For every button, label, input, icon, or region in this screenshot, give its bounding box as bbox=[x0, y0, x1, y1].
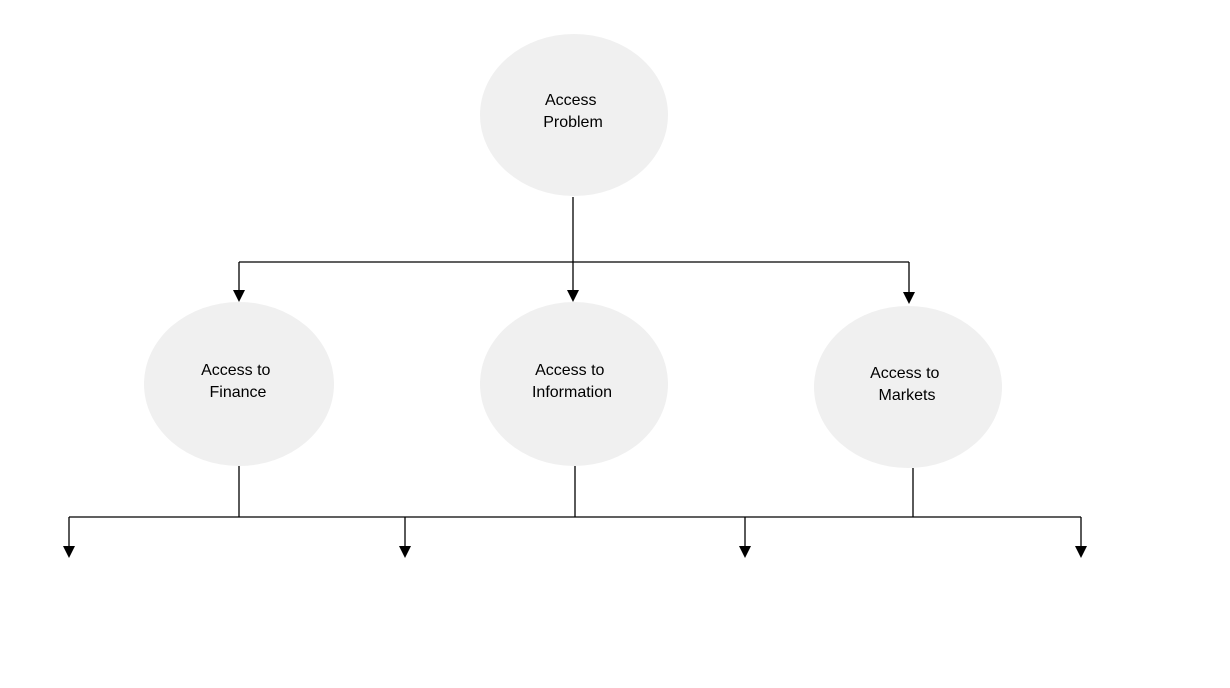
node-access-to-information-label-line2: Information bbox=[532, 384, 612, 401]
node-access-to-finance-label: Access to Finance bbox=[201, 362, 275, 401]
node-access-to-finance-label-line1: Access to bbox=[201, 362, 270, 379]
node-access-to-markets-label: Access to Markets bbox=[870, 365, 944, 404]
node-access-problem: Access Problem bbox=[480, 34, 668, 196]
arrowhead-finance bbox=[233, 290, 245, 302]
node-access-problem-shape bbox=[480, 34, 668, 196]
node-access-to-information-label-line1: Access to bbox=[535, 362, 604, 379]
node-access-problem-label-line1: Access bbox=[545, 92, 597, 109]
lower-arrowhead-1 bbox=[63, 546, 75, 558]
node-access-to-finance-shape bbox=[144, 302, 334, 466]
lower-connectors bbox=[63, 466, 1087, 558]
node-access-problem-label: Access Problem bbox=[543, 92, 603, 131]
node-access-to-finance-label-line2: Finance bbox=[210, 384, 267, 401]
node-access-to-markets-shape bbox=[814, 306, 1002, 468]
arrowhead-information bbox=[567, 290, 579, 302]
node-access-problem-label-line2: Problem bbox=[543, 114, 603, 131]
node-access-to-markets: Access to Markets bbox=[814, 306, 1002, 468]
node-access-to-finance: Access to Finance bbox=[144, 302, 334, 466]
node-access-to-information: Access to Information bbox=[480, 302, 668, 466]
root-connectors bbox=[233, 197, 915, 304]
node-access-to-markets-label-line2: Markets bbox=[879, 387, 936, 404]
arrowhead-markets bbox=[903, 292, 915, 304]
node-access-to-information-label: Access to Information bbox=[532, 362, 612, 401]
lower-arrowhead-2 bbox=[399, 546, 411, 558]
lower-arrowhead-3 bbox=[739, 546, 751, 558]
node-access-to-information-shape bbox=[480, 302, 668, 466]
node-access-to-markets-label-line1: Access to bbox=[870, 365, 939, 382]
lower-arrowhead-4 bbox=[1075, 546, 1087, 558]
